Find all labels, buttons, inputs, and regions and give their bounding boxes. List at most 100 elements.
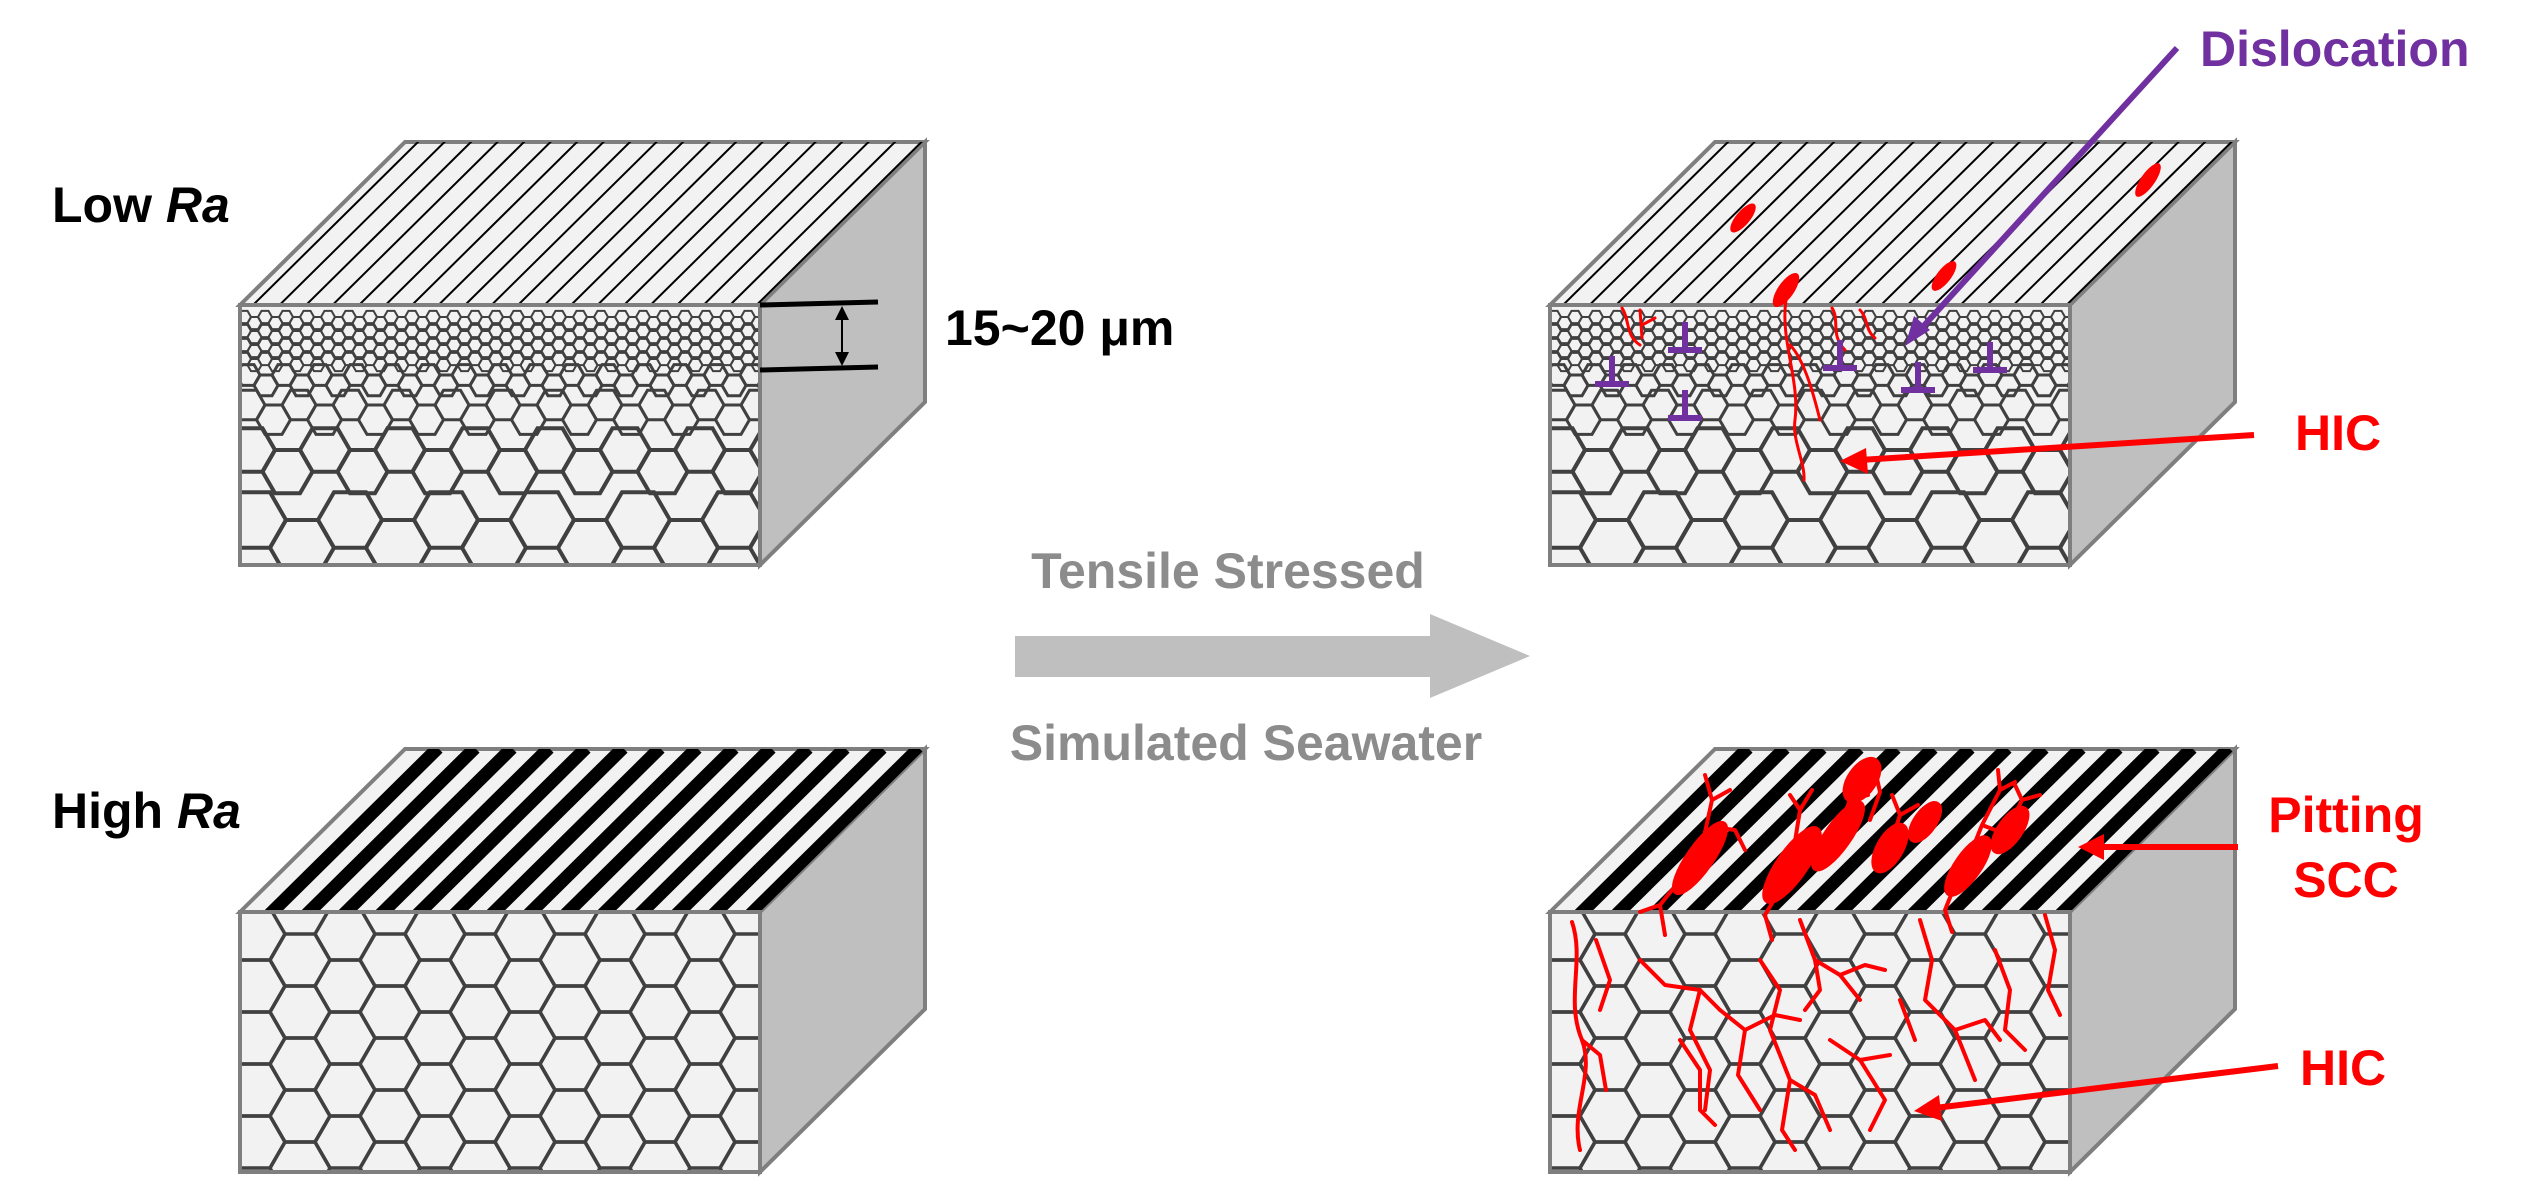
- hic-pointer-bottom: [1914, 1063, 2279, 1121]
- surface-line: [1585, 142, 1758, 305]
- surface-line: [522, 749, 702, 912]
- surface-line: [487, 142, 660, 305]
- block-low-ra-initial: [235, 137, 930, 570]
- low-ra-label-prefix: Low: [52, 177, 166, 233]
- surface-line: [670, 749, 850, 912]
- thickness-indicator: [759, 299, 879, 373]
- surface-line: [328, 142, 501, 305]
- surface-line: [1943, 749, 2123, 912]
- surface-line: [593, 142, 766, 305]
- surface-line: [2017, 749, 2197, 912]
- block-front-outline: [238, 303, 762, 567]
- machining-lines-fine: [1559, 142, 2235, 305]
- process-arrow-top-label: Tensile Stressed: [1031, 543, 1425, 599]
- surface-line: [249, 142, 421, 305]
- surface-line: [699, 142, 872, 305]
- surface-line: [596, 749, 776, 912]
- grain: [2060, 316, 2070, 331]
- surface-line: [485, 749, 665, 912]
- block-front-outline: [1548, 303, 2072, 567]
- surface-line: [1877, 142, 2049, 305]
- surface-line: [1573, 749, 1753, 912]
- hic-cracks-deep: [1570, 913, 2062, 1152]
- surface-line: [337, 749, 517, 912]
- grain-structure-gradient: [1550, 309, 2070, 565]
- surface-line: [302, 142, 474, 305]
- surface-line: [1869, 749, 2049, 912]
- surface-line: [1744, 142, 1917, 305]
- high-ra-label-prefix: High: [52, 783, 177, 839]
- surface-line: [1956, 142, 2129, 305]
- grain: [750, 330, 760, 345]
- surface-line: [411, 749, 591, 912]
- high-ra-label-italic: Ra: [177, 783, 241, 839]
- surface-line: [275, 142, 448, 305]
- grain: [2060, 330, 2070, 345]
- thickness-label: 15~20 μm: [945, 300, 1174, 356]
- process-arrow-shape: [1015, 614, 1530, 698]
- grain: [747, 428, 760, 472]
- surface-line: [1665, 142, 1837, 305]
- block-high-ra-stressed: [1545, 744, 2240, 1177]
- grain: [750, 344, 760, 359]
- surface-line: [1983, 142, 2155, 305]
- grain-structure-uniform: [240, 912, 760, 1172]
- surface-line: [1980, 749, 2160, 912]
- process-arrow: [1015, 614, 1530, 698]
- surface-line: [744, 749, 924, 912]
- surface-line: [2062, 142, 2235, 305]
- surface-line: [673, 142, 845, 305]
- dislocation-pointer: [1905, 45, 2180, 346]
- pitting-scc-features: [1638, 756, 2042, 942]
- grain-structure-gradient: [240, 309, 760, 565]
- surface-line: [461, 142, 633, 305]
- surface-line: [355, 142, 527, 305]
- grain-structure-uniform: [1550, 912, 2070, 1172]
- high-ra-label: High Ra: [52, 783, 241, 839]
- dislocation-symbols: [1595, 322, 2007, 421]
- surface-line: [620, 142, 792, 305]
- pitting-label: Pitting: [2268, 787, 2424, 843]
- grain: [2027, 1140, 2070, 1172]
- arrowhead-down: [835, 352, 849, 366]
- surface-pits-small: [1730, 163, 2161, 308]
- surface-line: [381, 142, 554, 305]
- surface-line: [1797, 142, 1970, 305]
- surface-line: [726, 142, 898, 305]
- surface-line: [1638, 142, 1811, 305]
- surface-line: [448, 749, 628, 912]
- surface-line: [646, 142, 819, 305]
- surface-line: [408, 142, 580, 305]
- grain: [717, 1140, 760, 1172]
- surface-line: [2054, 749, 2234, 912]
- surface-line: [1718, 142, 1890, 305]
- grain: [739, 388, 760, 422]
- block-low-ra-stressed: [1545, 137, 2240, 570]
- low-ra-label-italic: Ra: [166, 177, 230, 233]
- surface-line: [1691, 142, 1864, 305]
- grain: [2049, 388, 2070, 422]
- block-high-ra-initial: [235, 744, 930, 1177]
- surface-line: [1610, 749, 1790, 912]
- surface-line: [1612, 142, 1784, 305]
- surface-line: [374, 749, 554, 912]
- surface-line: [1850, 142, 2023, 305]
- hic-label-bottom: HIC: [2300, 1040, 2386, 1096]
- surface-line: [752, 142, 925, 305]
- surface-line: [707, 749, 887, 912]
- grain: [750, 316, 760, 331]
- surface-line: [1559, 142, 1731, 305]
- surface-line: [514, 142, 686, 305]
- surface-line: [1684, 749, 1864, 912]
- surface-line: [300, 749, 480, 912]
- surface-line: [263, 749, 443, 912]
- surface-line: [633, 749, 813, 912]
- process-arrow-bottom-label: Simulated Seawater: [1010, 715, 1482, 771]
- surface-line: [1903, 142, 2076, 305]
- grain: [747, 526, 760, 565]
- block-front-outline: [1548, 910, 2072, 1174]
- surface-line: [1771, 142, 1943, 305]
- pitting-scc-pointer: [2078, 834, 2238, 860]
- low-ra-label: Low Ra: [52, 177, 230, 233]
- surface-line: [559, 749, 739, 912]
